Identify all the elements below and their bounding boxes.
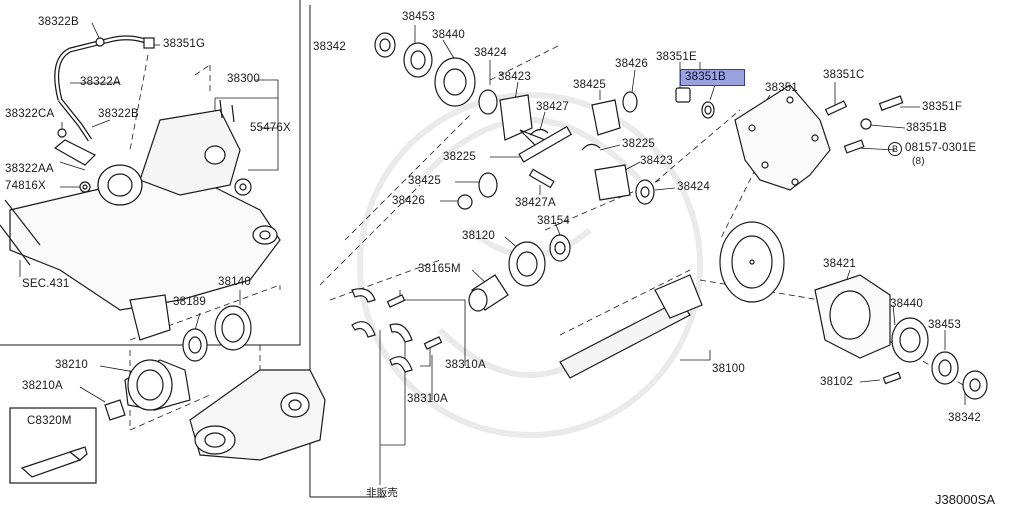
callout-38300: 38300 — [227, 73, 260, 85]
callout-38424-top: 38424 — [474, 47, 507, 59]
callout-38120: 38120 — [462, 230, 495, 242]
callout-38426-top: 38426 — [615, 58, 648, 70]
callout-38423-mid: 38423 — [640, 155, 673, 167]
callout-38425-top: 38425 — [573, 79, 606, 91]
callout-55476X: 55476X — [250, 122, 291, 134]
callout-38322AA: 38322AA — [5, 163, 54, 175]
callout-38310A-lower: 38310A — [407, 393, 448, 405]
callout-38100: 38100 — [712, 363, 745, 375]
callout-38351F: 38351F — [922, 101, 963, 113]
callout-38440-top: 38440 — [432, 29, 465, 41]
drawing-code: J38000SA — [935, 492, 995, 507]
callout-38342-right: 38342 — [948, 412, 981, 424]
callout-38425-mid: 38425 — [408, 175, 441, 187]
callout-38210: 38210 — [55, 359, 88, 371]
callout-08157-quantity: (8) — [912, 156, 925, 167]
callout-sec-431: SEC.431 — [22, 278, 70, 290]
callout-38342-top: 38342 — [313, 41, 346, 53]
callout-38210A: 38210A — [22, 380, 63, 392]
callout-38154: 38154 — [537, 215, 570, 227]
callout-38322B-lower: 38322B — [98, 108, 139, 120]
callout-38424-mid: 38424 — [677, 181, 710, 193]
callout-38322B: 38322B — [38, 16, 79, 28]
callout-38453-right: 38453 — [928, 319, 961, 331]
parts — [0, 32, 988, 484]
callout-38322A: 38322A — [80, 76, 121, 88]
callout-38453-top: 38453 — [402, 11, 435, 23]
callout-38426-mid: 38426 — [392, 195, 425, 207]
callout-38351B-right: 38351B — [906, 122, 947, 134]
not-for-sale-label: 非販売 — [366, 487, 399, 499]
callout-74816X: 74816X — [5, 180, 46, 192]
callout-38351G: 38351G — [163, 38, 206, 50]
callout-38351: 38351 — [765, 82, 798, 94]
callout-38423-top: 38423 — [498, 71, 531, 83]
callout-38440-right: 38440 — [890, 298, 923, 310]
callout-38427: 38427 — [536, 101, 569, 113]
callout-38322CA: 38322CA — [5, 108, 55, 120]
callout-38351C: 38351C — [823, 69, 865, 81]
bolt-circle-marker: B — [888, 142, 902, 156]
callout-38351E: 38351E — [656, 51, 697, 63]
callout-38351B-highlighted[interactable]: 38351B — [680, 69, 745, 86]
callout-38225-left: 38225 — [443, 151, 476, 163]
callout-38310A-upper: 38310A — [445, 359, 486, 371]
callout-38427A: 38427A — [515, 197, 556, 209]
callout-38225-right: 38225 — [622, 138, 655, 150]
callout-38102: 38102 — [820, 376, 853, 388]
callout-08157-0301E: 08157-0301E — [905, 142, 977, 154]
leader-lines — [19, 22, 966, 485]
callout-c8320m: C8320M — [27, 415, 72, 427]
callout-38189: 38189 — [173, 296, 206, 308]
callout-38140: 38140 — [218, 276, 251, 288]
callout-38421: 38421 — [823, 258, 856, 270]
callout-38165M: 38165M — [418, 263, 461, 275]
